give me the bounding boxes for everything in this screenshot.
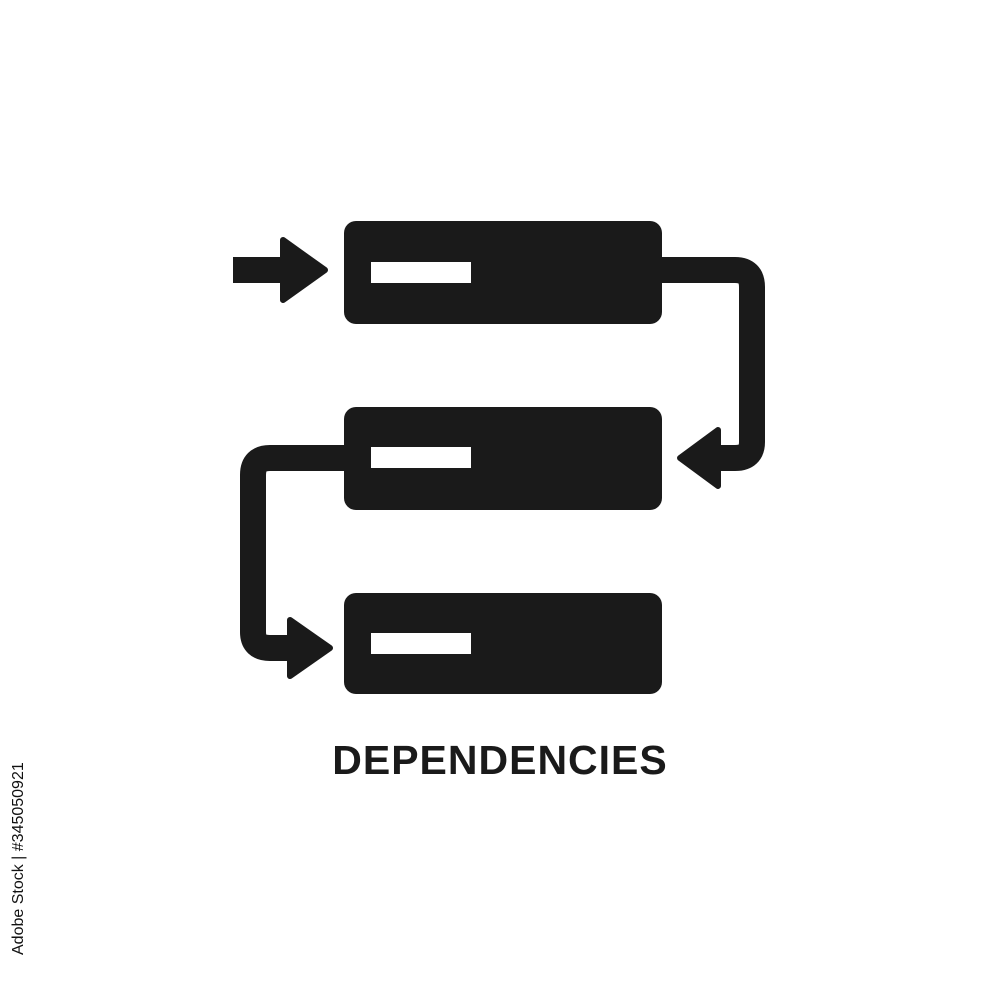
- task-box-1: [344, 221, 662, 324]
- stock-id-label: Adobe Stock | #345050921: [10, 762, 27, 955]
- task-box-2: [344, 407, 662, 510]
- task-slot-1: [371, 262, 471, 283]
- task-slot-3: [371, 633, 471, 654]
- connector-right: [660, 257, 765, 489]
- icon-caption: DEPENDENCIES: [332, 737, 668, 783]
- connector-left: [240, 445, 348, 679]
- task-slot-2: [371, 447, 471, 468]
- task-box-3: [344, 593, 662, 694]
- entry-arrow: [233, 237, 328, 303]
